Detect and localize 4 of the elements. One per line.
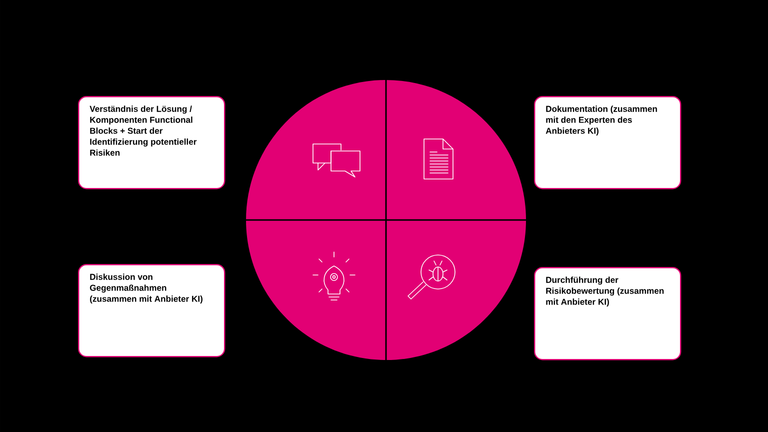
- text-box: Durchführung der Risikobewertung (zusammen mit Anbieter KI): [534, 267, 682, 360]
- text-box: Dokumentation (zusammen mit den Experten des Anbieters KI): [534, 96, 682, 190]
- text-box: Verständnis der Lösung / Komponenten Functional Blocks + Start der Identifizierung potentieller Risiken: [78, 96, 226, 190]
- text-box: Diskussion von Gegenmaßnahmen (zusammen mit Anbieter KI): [78, 264, 226, 358]
